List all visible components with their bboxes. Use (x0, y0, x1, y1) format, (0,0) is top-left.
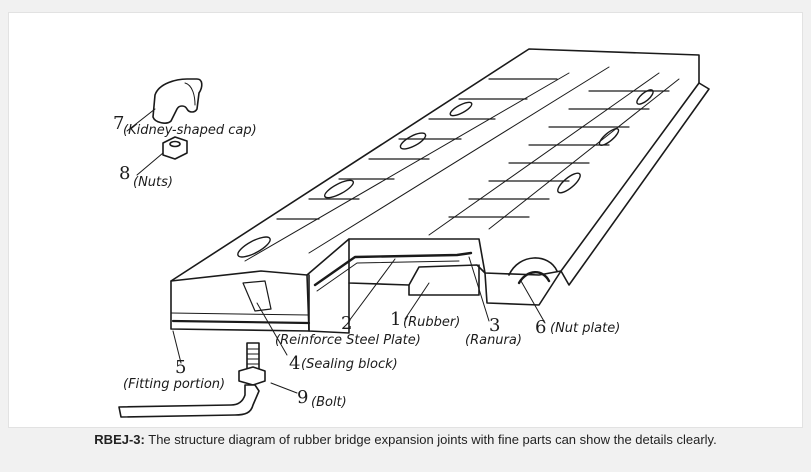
part-7-number: 7 (113, 113, 125, 134)
part-3-label: (Ranura) (465, 333, 522, 348)
part-4-number: 4 (289, 353, 301, 374)
part-5-number: 5 (175, 357, 187, 378)
part-9-number: 9 (297, 387, 309, 408)
figure-caption: RBEJ-3: The structure diagram of rubber … (0, 432, 811, 447)
part-1-number: 1 (390, 309, 402, 330)
kidney-cap-icon (152, 78, 203, 124)
leader-lines (126, 108, 546, 394)
joint-body (170, 48, 710, 334)
part-6-label: (Nut plate) (550, 321, 621, 336)
part-5-label: (Fitting portion) (123, 377, 226, 392)
part-3-number: 3 (489, 315, 501, 336)
part-9-label: (Bolt) (311, 395, 347, 410)
bolt-icon (118, 342, 266, 418)
part-8-label: (Nuts) (133, 175, 173, 190)
expansion-joint-drawing (118, 48, 710, 418)
nut-icon (162, 136, 188, 160)
part-6-number: 6 (535, 317, 547, 338)
part-8-number: 8 (119, 163, 131, 184)
part-4-label: (Sealing block) (301, 357, 398, 372)
part-7-label: (Kidney-shaped cap) (123, 123, 257, 138)
caption-prefix: RBEJ-3: (94, 432, 145, 447)
caption-text: The structure diagram of rubber bridge e… (144, 432, 717, 447)
part-1-label: (Rubber) (403, 315, 461, 330)
part-2-label: (Reinforce Steel Plate) (275, 333, 421, 348)
part-2-number: 2 (341, 313, 353, 334)
diagram-figure: 7 (Kidney-shaped cap) 8 (Nuts) 1 (Rubber… (8, 12, 803, 428)
